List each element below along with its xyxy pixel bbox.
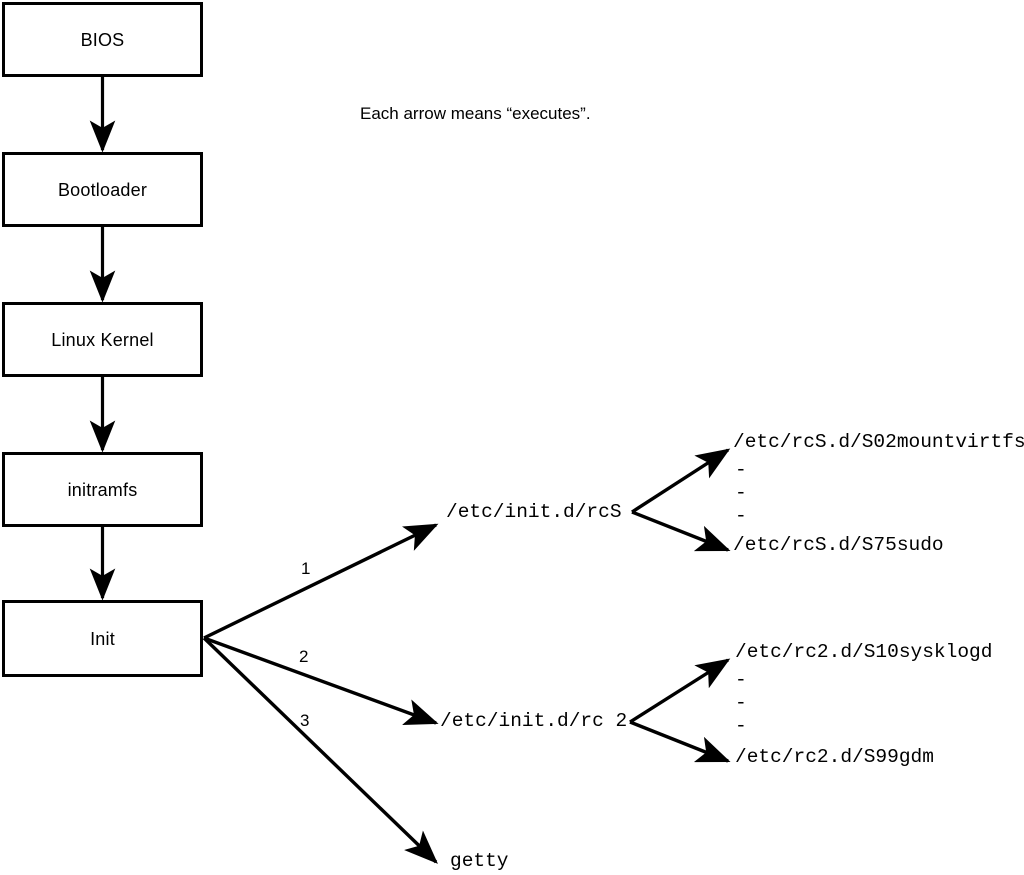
label-rcsd-last-script: /etc/rcS.d/S75sudo (733, 534, 944, 556)
rc2d-ellipsis-dash-1: - (735, 669, 747, 691)
rc2d-ellipsis-dash-2: - (735, 692, 747, 714)
arrow-rc2-to-first-script (629, 658, 731, 724)
label-rc2d-first-script: /etc/rc2.d/S10sysklogd (735, 641, 993, 663)
arrow-init-to-rc2 (203, 636, 439, 726)
node-initramfs-label: initramfs (67, 479, 138, 500)
arrow-rcs-to-last-script (631, 510, 731, 552)
branch-number-2: 2 (299, 647, 309, 666)
node-linux-kernel-label: Linux Kernel (51, 329, 154, 350)
label-etc-init-d-rc2: /etc/init.d/rc 2 (440, 710, 628, 732)
rc2d-ellipsis-dash-3: - (735, 715, 747, 737)
node-bios: BIOS (2, 2, 203, 77)
arrow-rc2-to-last-script (629, 720, 731, 763)
node-init: Init (2, 600, 203, 677)
rcsd-ellipsis-dash-1: - (735, 459, 747, 481)
label-rc2d-last-script: /etc/rc2.d/S99gdm (735, 746, 934, 768)
node-bootloader: Bootloader (2, 152, 203, 227)
rcsd-ellipsis-dash-2: - (735, 482, 747, 504)
label-getty: getty (450, 850, 509, 872)
node-bios-label: BIOS (80, 29, 125, 50)
node-init-label: Init (90, 628, 115, 649)
label-rcsd-first-script: /etc/rcS.d/S02mountvirtfs (733, 431, 1024, 453)
arrow-init-to-getty (202, 636, 438, 864)
diagram-caption: Each arrow means “executes”. (360, 104, 591, 123)
node-linux-kernel: Linux Kernel (2, 302, 203, 377)
branch-number-3: 3 (300, 711, 310, 730)
label-etc-init-d-rcs: /etc/init.d/rcS (446, 501, 622, 523)
rcsd-ellipsis-dash-3: - (735, 505, 747, 527)
arrow-init-to-rcs (203, 523, 439, 640)
branch-number-1: 1 (301, 559, 311, 578)
node-initramfs: initramfs (2, 452, 203, 527)
node-bootloader-label: Bootloader (57, 179, 148, 200)
arrow-rcs-to-first-script (631, 448, 731, 514)
